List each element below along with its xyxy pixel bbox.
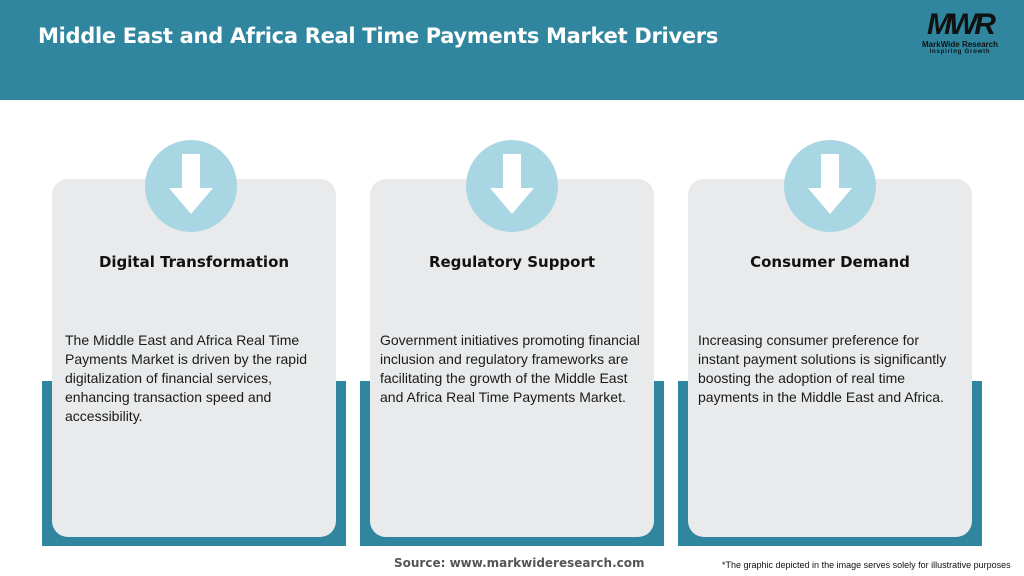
card-title: Regulatory Support xyxy=(428,253,596,271)
header-banner: Middle East and Africa Real Time Payment… xyxy=(0,0,1024,100)
logo-tagline: Inspiring Growth xyxy=(929,49,991,55)
source-credit: Source: www.markwideresearch.com xyxy=(394,556,645,570)
driver-card xyxy=(688,179,972,537)
page-title: Middle East and Africa Real Time Payment… xyxy=(38,24,719,48)
card-title: Digital Transformation xyxy=(98,253,290,271)
card-description: Increasing consumer preference for insta… xyxy=(698,332,947,405)
arrow-down-icon xyxy=(784,140,876,232)
logo-name: MarkWide Research xyxy=(922,40,998,49)
card-description: The Middle East and Africa Real Time Pay… xyxy=(65,332,307,424)
arrow-down-icon xyxy=(466,140,558,232)
arrow-down-icon xyxy=(145,140,237,232)
card-description: Government initiatives promoting financi… xyxy=(380,332,640,405)
driver-card xyxy=(52,179,336,537)
disclaimer-note: *The graphic depicted in the image serve… xyxy=(722,560,1011,570)
driver-card xyxy=(370,179,654,537)
card-title: Consumer Demand xyxy=(750,253,910,271)
logo-mark: MWR xyxy=(927,8,996,41)
logo: MWR MarkWide Research Inspiring Growth xyxy=(920,10,1000,58)
